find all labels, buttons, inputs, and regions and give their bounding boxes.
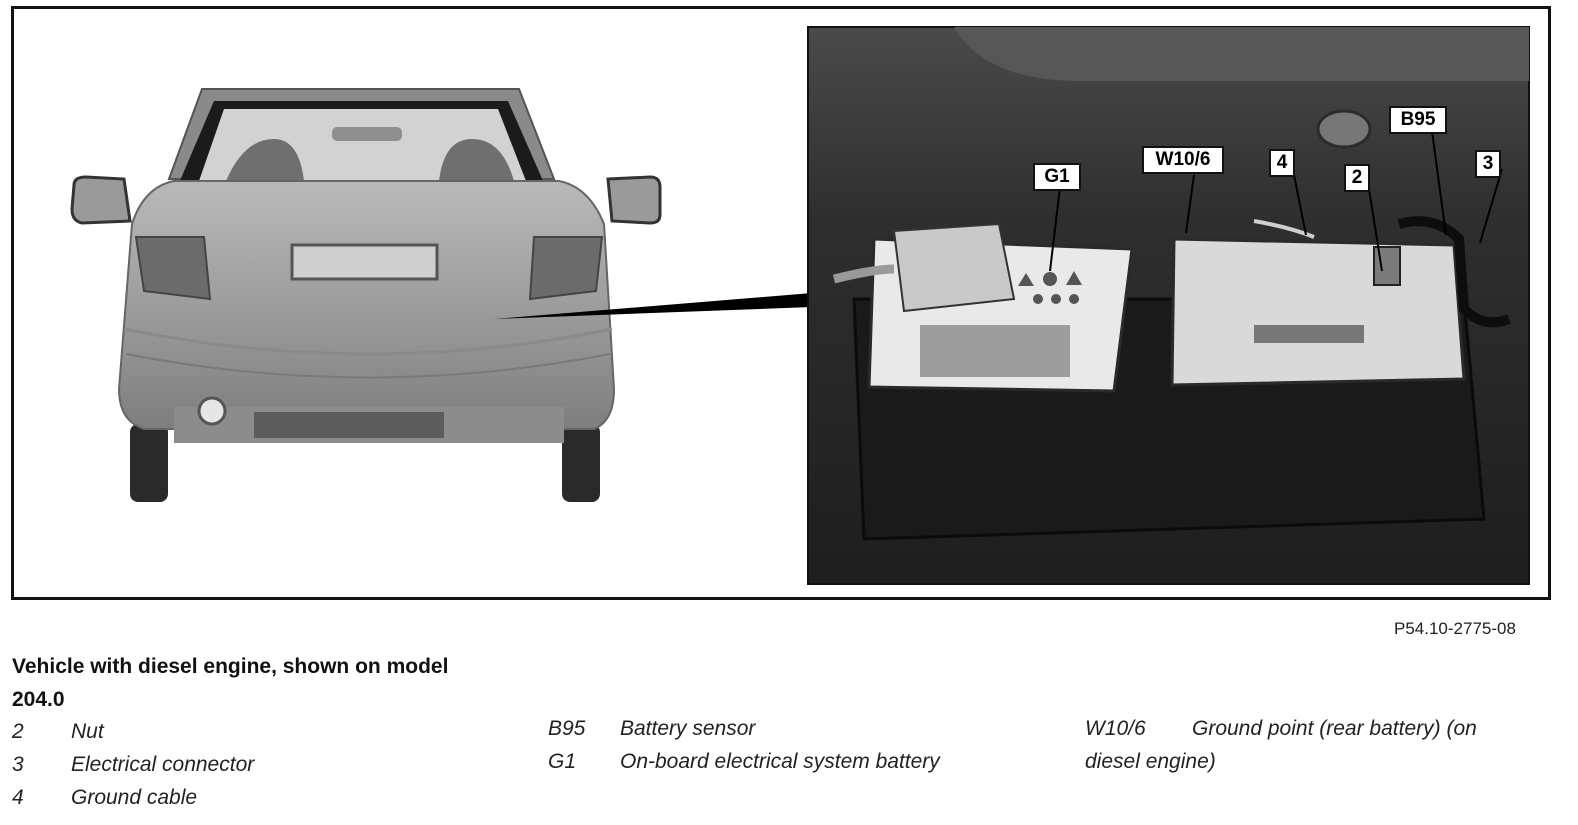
- callout-4: 4: [1269, 149, 1295, 177]
- callout-g1: G1: [1033, 163, 1081, 191]
- caption-title: Vehicle with diesel engine, shown on mod…: [12, 655, 449, 711]
- legend-description: Electrical connector: [71, 753, 255, 776]
- figure-frame: G1 W10/6 4 2 B95 3: [11, 6, 1551, 600]
- legend-item: W10/6 Ground point (rear battery) (on: [1085, 712, 1545, 745]
- car-rear-view: [70, 88, 662, 502]
- legend-description: Ground cable: [71, 786, 198, 809]
- callout-3: 3: [1475, 150, 1501, 178]
- callout-w10-6: W10/6: [1142, 146, 1224, 174]
- figure-illustration: [70, 26, 1530, 585]
- legend-column-1: 2 Nut 3 Electrical connector 4 Ground ca…: [12, 715, 512, 814]
- figure-number: P54.10-2775-08: [1394, 619, 1516, 638]
- leader-line: [494, 293, 812, 319]
- legend-code: 2: [12, 720, 24, 743]
- legend-description: Nut: [71, 720, 104, 743]
- legend-description: On-board electrical system battery: [620, 750, 940, 773]
- legend-code: 4: [12, 786, 24, 809]
- legend-item: 4 Ground cable: [12, 781, 512, 814]
- legend-item: 3 Electrical connector: [12, 748, 512, 781]
- legend-column-2: B95 Battery sensor G1 On-board electrica…: [548, 712, 1028, 778]
- legend-column-3: W10/6 Ground point (rear battery) (on: [1085, 712, 1545, 745]
- legend-item: B95 Battery sensor: [548, 712, 1028, 745]
- callout-2: 2: [1344, 164, 1370, 192]
- legend-item: G1 On-board electrical system battery: [548, 745, 1028, 778]
- legend-description: Battery sensor: [620, 717, 756, 740]
- legend-code: W10/6: [1085, 717, 1146, 740]
- legend-description-continuation: diesel engine): [1085, 750, 1216, 773]
- legend-code: B95: [548, 717, 586, 740]
- legend-code: 3: [12, 753, 24, 776]
- legend-description: Ground point (rear battery) (on: [1192, 717, 1477, 740]
- legend-code: G1: [548, 750, 577, 773]
- legend-item: 2 Nut: [12, 715, 512, 748]
- callout-b95: B95: [1389, 106, 1447, 134]
